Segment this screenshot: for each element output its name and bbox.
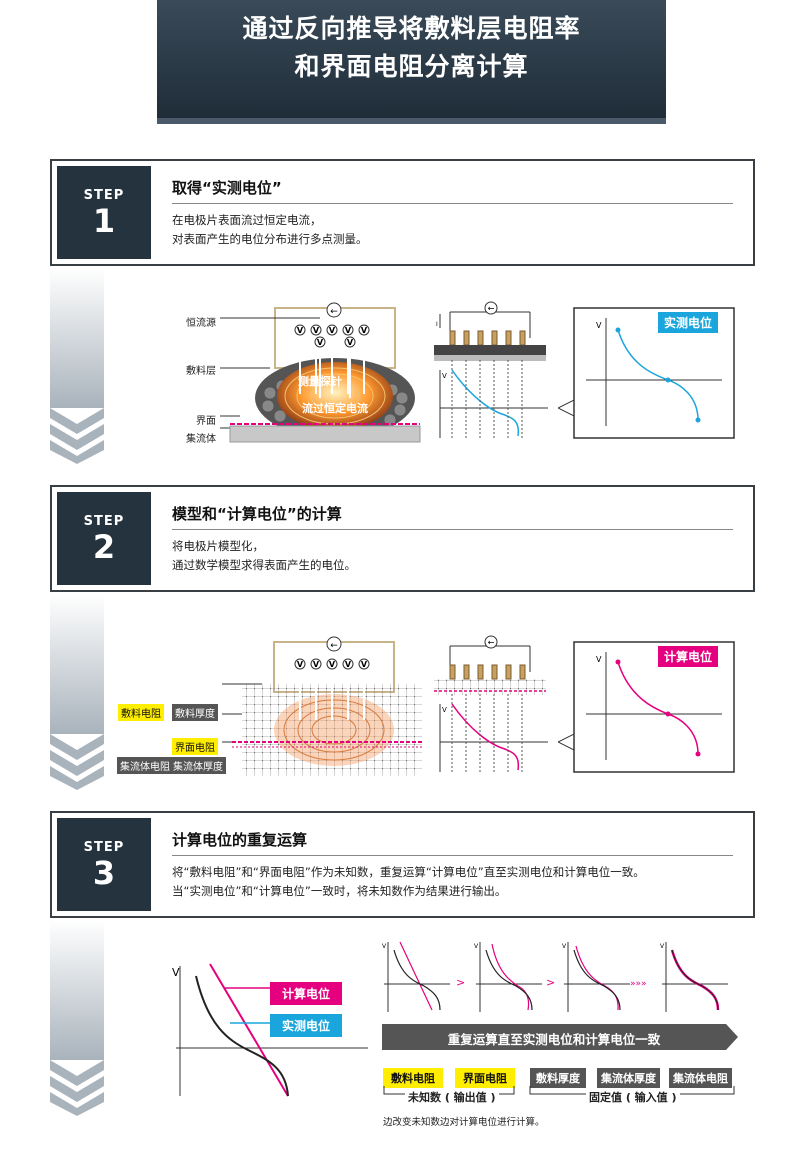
svg-text:V: V <box>596 321 602 330</box>
param-coating-thickness: 敷料厚度 <box>530 1068 586 1088</box>
step-3-tag: STEP 3 <box>57 818 151 911</box>
svg-text:V: V <box>172 966 180 979</box>
fixed-input-label: 固定值 ( 输入值 ) <box>586 1089 680 1105</box>
flow-arrow-1 <box>50 268 104 464</box>
svg-text:V: V <box>313 326 320 335</box>
svg-text:V: V <box>345 660 352 669</box>
probe-array-schematic-1: I ← V <box>434 301 548 440</box>
label-interface: 界面 <box>196 416 216 427</box>
param-collector-resistance: 集流体电阻 <box>669 1068 732 1088</box>
svg-text:←: ← <box>488 638 495 647</box>
svg-text:V: V <box>345 326 352 335</box>
svg-text:V: V <box>474 943 479 950</box>
iteration-note: 边改变未知数边对计算电位进行计算。 <box>383 1117 545 1128</box>
param-coating-resistance: 敷料电阻 <box>383 1068 443 1088</box>
step-2-box: STEP 2 模型和“计算电位”的计算 将电极片模型化， 通过数学模型求得表面产… <box>50 485 755 592</box>
svg-text:V: V <box>329 660 336 669</box>
iteration-banner <box>382 1024 738 1050</box>
svg-text:V: V <box>382 943 387 950</box>
step-2-title: 模型和“计算电位”的计算 <box>172 505 342 523</box>
svg-text:V: V <box>361 660 368 669</box>
measured-potential-badge: 实测电位 <box>658 312 719 333</box>
svg-text:←: ← <box>488 304 495 313</box>
tag-interface-resistance: 界面电阻 <box>172 738 218 755</box>
divider <box>172 855 733 856</box>
calc-potential-label: 计算电位 <box>270 982 343 1005</box>
electrode-mesh-model: ← V V V V V <box>222 636 422 776</box>
measured-potential-label: 实测电位 <box>270 1014 343 1037</box>
page-header: 通过反向推导将敷料层电阻率 和界面电阻分离计算 <box>157 0 666 124</box>
svg-text:测量探针: 测量探针 <box>298 374 342 388</box>
svg-text:>: > <box>456 976 465 989</box>
step-2-tag: STEP 2 <box>57 492 151 585</box>
svg-text:←: ← <box>330 641 338 651</box>
step-2-description: 将电极片模型化， 通过数学模型求得表面产生的电位。 <box>172 539 356 572</box>
svg-text:V: V <box>297 326 304 335</box>
label-coating-layer: 敷料层 <box>186 366 216 377</box>
step-1-box: STEP 1 取得“实测电位” 在电极片表面流过恒定电流， 对表面产生的电位分布… <box>50 159 755 266</box>
flow-arrow-2 <box>50 594 104 790</box>
svg-text:V: V <box>329 326 336 335</box>
step-1-tag: STEP 1 <box>57 166 151 259</box>
svg-text:V: V <box>562 943 567 950</box>
comparison-graph: V <box>172 963 368 1097</box>
step-1-description: 在电极片表面流过恒定电流， 对表面产生的电位分布进行多点测量。 <box>172 213 368 246</box>
label-constant-current-source: 恒流源 <box>186 318 216 329</box>
svg-text:流过恒定电流: 流过恒定电流 <box>302 401 368 415</box>
probe-array-schematic-2: ← V <box>434 635 548 774</box>
svg-text:»»»: »»» <box>630 979 647 989</box>
tag-coating-thickness: 敷料厚度 <box>172 704 218 721</box>
step-1-title: 取得“实测电位” <box>172 179 282 197</box>
svg-text:I: I <box>436 321 438 328</box>
svg-text:V: V <box>442 372 447 380</box>
divider <box>172 203 733 204</box>
step-3-title: 计算电位的重复运算 <box>172 831 308 849</box>
svg-text:V: V <box>596 655 602 664</box>
iteration-banner-text: 重复运算直至实测电位和计算电位一致 <box>447 1032 661 1047</box>
divider <box>172 529 733 530</box>
svg-text:←: ← <box>330 307 338 317</box>
tag-coating-resistance: 敷料电阻 <box>118 704 164 721</box>
param-collector-thickness: 集流体厚度 <box>597 1068 660 1088</box>
flow-arrow-3 <box>50 920 104 1116</box>
svg-text:V: V <box>297 660 304 669</box>
unknown-output-label: 未知数 ( 输出值 ) <box>405 1089 499 1105</box>
page-title: 通过反向推导将敷料层电阻率 和界面电阻分离计算 <box>242 14 581 81</box>
step-3-description: 将“敷料电阻”和“界面电阻”作为未知数，重复运算“计算电位”直至实测电位和计算电… <box>172 865 645 898</box>
tag-collector-thickness: 集流体厚度 <box>170 757 226 774</box>
electrode-cross-section-measured: ← V V V V V V V 测量探针 流过恒定电流 <box>220 302 421 443</box>
label-current-collector: 集流体 <box>186 434 216 445</box>
svg-text:V: V <box>313 660 320 669</box>
param-interface-resistance: 界面电阻 <box>455 1068 515 1088</box>
svg-text:V: V <box>361 326 368 335</box>
svg-text:>: > <box>546 976 555 989</box>
calculated-potential-badge: 计算电位 <box>658 646 719 667</box>
step-3-box: STEP 3 计算电位的重复运算 将“敷料电阻”和“界面电阻”作为未知数，重复运… <box>50 811 755 918</box>
svg-text:V: V <box>347 338 354 347</box>
iteration-graphs: V > V > V »»» V <box>382 941 728 1012</box>
svg-text:V: V <box>442 706 447 714</box>
svg-text:V: V <box>660 943 665 950</box>
svg-text:V: V <box>317 338 324 347</box>
tag-collector-resistance: 集流体电阻 <box>117 757 173 774</box>
